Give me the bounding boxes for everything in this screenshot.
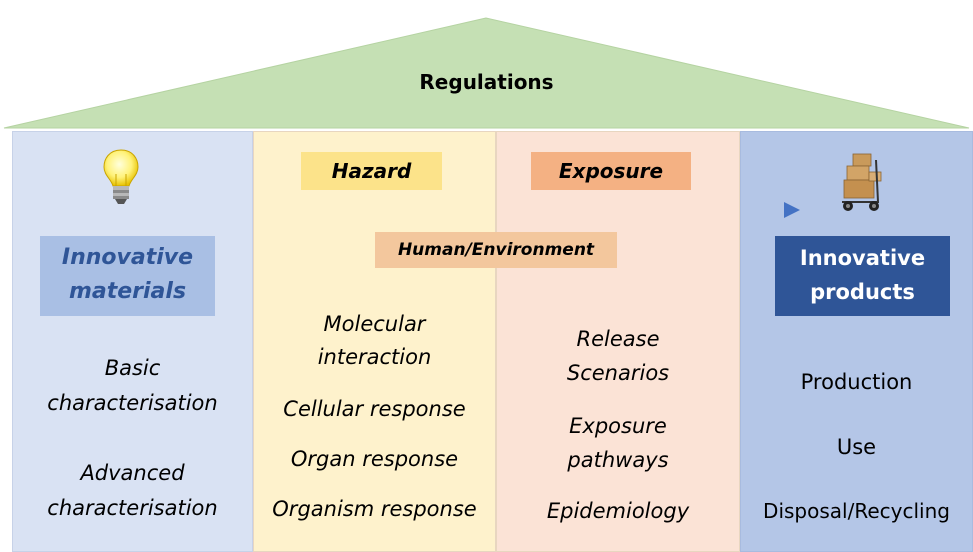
exposure-item: Exposure bbox=[569, 414, 667, 438]
human-environment-tag: Human/Environment bbox=[375, 232, 617, 268]
exposure-item: Epidemiology bbox=[546, 499, 690, 523]
products-title-box: Innovative products bbox=[775, 236, 950, 316]
hazard-column bbox=[253, 131, 496, 552]
roof bbox=[3, 17, 970, 129]
products-title-line1: Innovative bbox=[799, 246, 926, 270]
lightbulb-icon bbox=[103, 149, 139, 204]
products-item: Disposal/Recycling bbox=[763, 499, 950, 523]
hazard-item: interaction bbox=[317, 345, 432, 369]
hazard-item: Organ response bbox=[290, 447, 459, 471]
materials-column bbox=[12, 131, 253, 552]
roof-shape bbox=[3, 17, 970, 129]
materials-title-box: Innovative materials bbox=[40, 236, 215, 316]
hazard-item: Cellular response bbox=[283, 397, 466, 421]
exposure-tag: Exposure bbox=[531, 152, 691, 190]
roof-label: Regulations bbox=[419, 70, 554, 94]
materials-title-line2: materials bbox=[68, 279, 187, 304]
exposure-item: Release bbox=[576, 327, 660, 351]
materials-item: Basic bbox=[104, 356, 161, 380]
materials-item: Advanced bbox=[80, 461, 185, 485]
exposure-item: pathways bbox=[567, 448, 669, 472]
exposure-item: Scenarios bbox=[566, 361, 670, 385]
materials-item: characterisation bbox=[47, 391, 218, 415]
hazard-tag: Hazard bbox=[301, 152, 442, 190]
boxes-cart-icon bbox=[842, 153, 882, 211]
products-item: Production bbox=[800, 370, 913, 394]
materials-title-line1: Innovative bbox=[61, 245, 194, 270]
exposure-column bbox=[496, 131, 740, 552]
products-title-line2: products bbox=[810, 280, 915, 304]
hazard-item: Organism response bbox=[272, 497, 477, 521]
products-item: Use bbox=[836, 435, 877, 459]
hazard-item: Molecular bbox=[323, 312, 426, 336]
materials-item: characterisation bbox=[47, 496, 218, 520]
